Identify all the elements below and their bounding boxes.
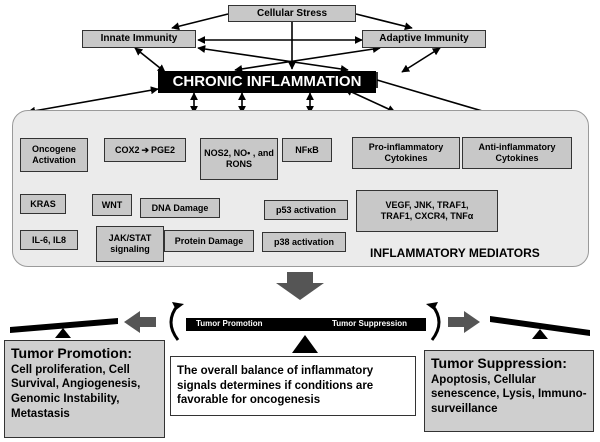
il6-il8-box: IL-6, IL8: [20, 230, 78, 250]
arrow-chronic-left: [27, 86, 159, 115]
anti-inflammatory-cytokines-box: Anti-inflammatory Cytokines: [462, 137, 572, 169]
oncogene-activation-box: Oncogene Activation: [20, 138, 88, 172]
balance-beam: [186, 318, 426, 331]
tumor-suppression-body: Apoptosis, Cellular senescence, Lysis, I…: [431, 373, 587, 416]
arrow-stress-adaptive: [355, 13, 413, 31]
cellular-stress-box: Cellular Stress: [228, 5, 356, 22]
tumor-suppression-title: Tumor Suppression:: [431, 355, 567, 371]
cox2-label: COX2: [114, 144, 140, 155]
tumor-promotion-title: Tumor Promotion:: [11, 345, 133, 361]
balance-left-bracket: [169, 304, 180, 341]
balance-fulcrum: [292, 335, 318, 353]
tumor-suppression-box: Tumor Suppression: Apoptosis, Cellular s…: [424, 350, 594, 432]
balance-right-bracket: [430, 304, 441, 341]
arrow-innate-down: [134, 47, 166, 73]
balance-statement-box: The overall balance of inflammatory sign…: [170, 356, 416, 416]
nfkb-box: NFκB: [282, 138, 332, 162]
inflammatory-mediators-label: INFLAMMATORY MEDIATORS: [370, 246, 540, 260]
jak-stat-box: JAK/STAT signaling: [96, 226, 164, 262]
pro-inflammatory-cytokines-box: Pro-inflammatory Cytokines: [352, 137, 460, 169]
left-arrow: [124, 311, 156, 333]
arrow-stress-innate: [171, 13, 229, 31]
arrow-right-icon: ➔: [141, 144, 150, 155]
right-arrow: [448, 311, 480, 333]
kras-box: KRAS: [20, 194, 66, 214]
scale-label-promotion: Tumor Promotion: [196, 319, 263, 328]
scale-label-suppression: Tumor Suppression: [332, 319, 407, 328]
arrow-adaptive-down: [401, 47, 441, 73]
right-bracket-arrowhead: [426, 302, 438, 310]
down-arrow: [276, 272, 324, 300]
p38-activation-box: p38 activation: [262, 232, 346, 252]
pge2-label: PGE2: [151, 144, 176, 155]
tumor-promotion-body: Cell proliferation, Cell Survival, Angio…: [11, 363, 141, 421]
innate-immunity-box: Innate Immunity: [82, 30, 196, 48]
arrow-innate-chronic: [197, 45, 349, 73]
tumor-promotion-box: Tumor Promotion: Cell proliferation, Cel…: [4, 340, 165, 438]
left-bracket-arrowhead: [172, 302, 184, 310]
cox2-pge2-box: COX2 ➔ PGE2: [104, 138, 186, 162]
adaptive-immunity-box: Adaptive Immunity: [362, 30, 486, 48]
left-scale-icon: [10, 318, 118, 338]
vegf-line-1: VEGF, JNK, TRAF1,: [385, 200, 469, 211]
protein-damage-box: Protein Damage: [164, 230, 254, 252]
vegf-line-2: TRAF1, CXCR4, TNFα: [380, 211, 474, 221]
vegf-cluster-box: VEGF, JNK, TRAF1, TRAF1, CXCR4, TNFα: [356, 190, 498, 232]
arrow-adaptive-chronic: [234, 45, 381, 73]
nos2-box: NOS2, NO• , and RONS: [200, 138, 278, 180]
dna-damage-box: DNA Damage: [140, 198, 220, 218]
right-scale-icon: [490, 316, 590, 339]
wnt-box: WNT: [92, 194, 132, 216]
chronic-inflammation-box: CHRONIC INFLAMMATION: [158, 71, 376, 93]
p53-activation-box: p53 activation: [264, 200, 348, 220]
